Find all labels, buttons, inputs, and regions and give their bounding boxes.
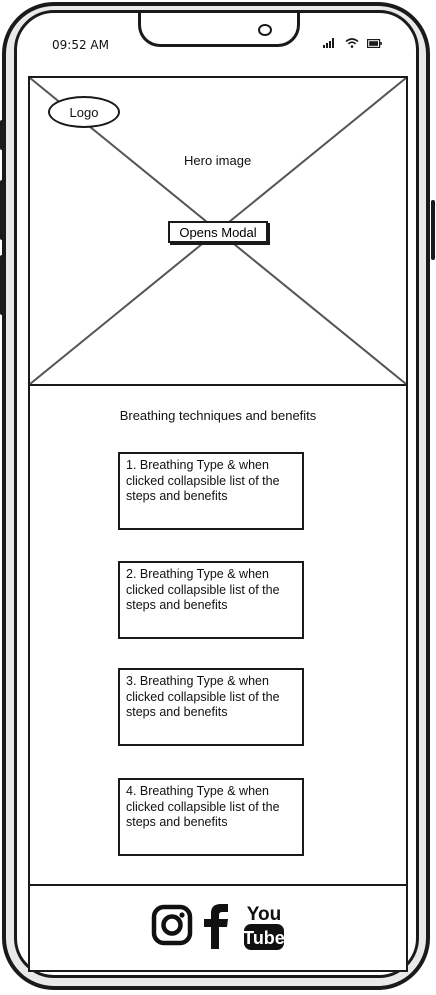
logo[interactable]: Logo [48,96,120,128]
section-title: Breathing techniques and benefits [119,408,317,423]
open-modal-button[interactable]: Opens Modal [168,221,268,243]
phone-side-button-left-3 [0,255,4,315]
breathing-type-card-1[interactable]: 1. Breathing Type & when clicked collaps… [118,452,304,530]
camera-icon [258,24,272,36]
phone-notch [138,13,300,47]
breathing-type-card-3[interactable]: 3. Breathing Type & when clicked collaps… [118,668,304,746]
facebook-icon[interactable] [201,903,231,949]
youtube-icon[interactable]: You Tube [243,903,285,951]
battery-icon [367,39,382,48]
youtube-icon-top-text: You [247,904,281,925]
youtube-icon-bottom-text: Tube [243,928,285,948]
status-icons [323,38,382,48]
signal-icon [323,38,334,48]
instagram-icon[interactable] [151,903,193,947]
breathing-type-card-4[interactable]: 4. Breathing Type & when clicked collaps… [118,778,304,856]
footer [30,884,406,970]
phone-side-button-left-2 [0,180,4,240]
wifi-icon [345,38,359,48]
phone-side-button-left-1 [0,120,4,150]
breathing-type-card-2[interactable]: 2. Breathing Type & when clicked collaps… [118,561,304,639]
phone-side-button-right [431,200,435,260]
hero-image-label: Hero image [184,153,252,168]
status-time: 09:52 AM [52,38,109,52]
